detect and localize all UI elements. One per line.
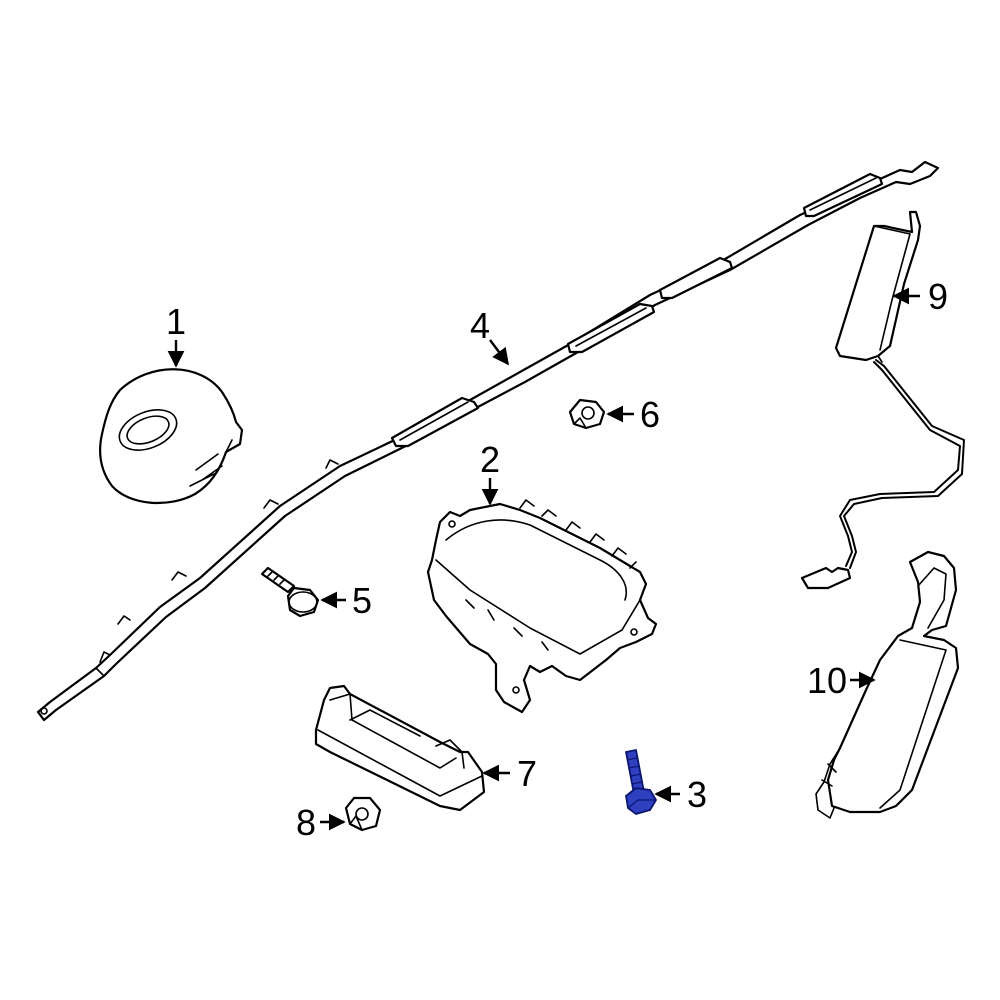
nut-6[interactable]	[568, 398, 606, 430]
callout-number: 6	[640, 394, 660, 435]
callout-5: 5	[320, 580, 372, 621]
bolt-5[interactable]	[260, 566, 320, 618]
bolt-3-highlighted[interactable]	[625, 749, 657, 815]
callout-number: 2	[480, 439, 500, 480]
callout-number: 3	[687, 774, 707, 815]
callout-2: 2	[480, 439, 500, 506]
callout-9: 9	[892, 276, 948, 317]
seat-airbag-10[interactable]	[815, 550, 960, 819]
callout-7: 7	[482, 753, 537, 794]
knee-airbag[interactable]	[314, 684, 486, 812]
callout-3: 3	[654, 774, 707, 815]
callout-1: 1	[166, 301, 186, 368]
callout-number: 9	[928, 276, 948, 317]
callout-number: 10	[807, 660, 847, 701]
side-airbag-9[interactable]	[800, 210, 965, 590]
callout-6: 6	[606, 394, 660, 435]
callout-number: 4	[470, 305, 490, 346]
callout-number: 7	[517, 753, 537, 794]
callout-number: 5	[352, 580, 372, 621]
callout-10: 10	[807, 660, 876, 701]
callout-4: 4	[470, 305, 510, 366]
driver-airbag[interactable]	[99, 368, 244, 505]
passenger-airbag[interactable]	[426, 499, 658, 714]
nut-8[interactable]	[344, 796, 382, 832]
curtain-airbag[interactable]	[36, 160, 940, 722]
callout-number: 1	[166, 301, 186, 342]
callout-8: 8	[296, 802, 346, 843]
callout-number: 8	[296, 802, 316, 843]
